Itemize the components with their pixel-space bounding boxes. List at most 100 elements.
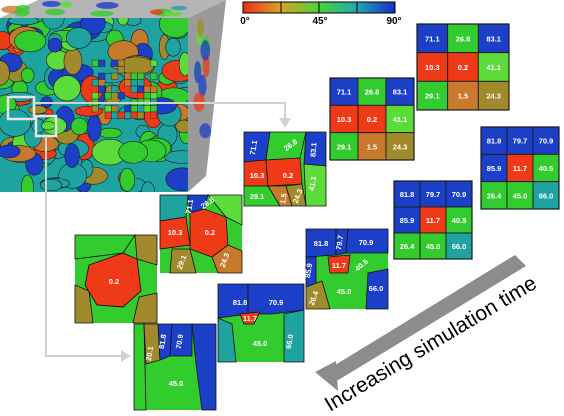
grain-angle-label: 1.5: [458, 92, 468, 101]
fine-grain: [137, 79, 145, 87]
grain-angle-label: 0.2: [109, 277, 119, 286]
grain: [365, 268, 389, 310]
grain-cell: [393, 206, 421, 234]
grain-angle-label: 70.9: [359, 238, 374, 247]
panel-border: [329, 77, 415, 161]
connector-top-arrowhead: [279, 118, 291, 128]
grain: [169, 248, 197, 274]
grain-angle-label: 10.3: [425, 63, 440, 72]
grain-angle-label: 85.9: [400, 216, 415, 225]
fine-grain: [143, 105, 151, 113]
top-grain: [90, 10, 114, 17]
grain-cell: [329, 132, 359, 161]
grain-angle-label: 11.7: [332, 261, 346, 270]
grain-angle-label: 71.1: [184, 199, 195, 215]
grain-angle-label: 26.4: [400, 242, 415, 251]
grain-cell: [447, 80, 479, 111]
cube-top-grains: [1, 0, 188, 17]
grain-angle-label: 79.7: [334, 235, 345, 251]
grain-angle-label: 66.0: [284, 334, 295, 350]
legend-tick-90: 90°: [386, 16, 401, 27]
side-grain: [199, 123, 212, 139]
grain: [175, 119, 188, 134]
grain: [345, 228, 389, 254]
grain-cell: [416, 52, 449, 82]
grain-angle-label: 79.7: [426, 190, 441, 199]
fine-grain: [104, 111, 112, 119]
grain-angle-label: 40.5: [539, 164, 554, 173]
fine-grain: [150, 72, 158, 80]
grain-angle-label: 66.0: [452, 242, 467, 251]
grain-angle-label: 79.7: [513, 137, 528, 146]
fine-grain: [124, 105, 132, 113]
grain-angle-label: 66.0: [369, 284, 384, 293]
grain: [40, 179, 63, 192]
grain: [118, 141, 149, 164]
grain: [239, 311, 261, 325]
grain-angle-label: 45.0: [253, 339, 268, 348]
grain: [47, 37, 62, 53]
grain-angle-label: 0.2: [367, 115, 377, 124]
connector-to-top-series: [34, 102, 286, 121]
grain: [327, 254, 351, 274]
grain-angle-label: 11.7: [243, 314, 257, 323]
fine-grain: [150, 59, 158, 67]
grain-cell: [385, 132, 415, 161]
fine-grain: [104, 105, 112, 113]
fine-grain: [137, 92, 145, 100]
grain-angle-label: 70.9: [452, 190, 467, 199]
grain: [64, 143, 80, 168]
grain-angle-label: 83.1: [308, 142, 318, 157]
grain: [134, 234, 158, 266]
grain-cell: [419, 180, 447, 208]
misorientation-legend: 0° 45° 90°: [240, 1, 402, 27]
grain-angle-label: 71.1: [425, 34, 440, 43]
grain: [0, 144, 21, 159]
fine-grain: [98, 79, 106, 87]
panel-border: [393, 180, 473, 260]
grain-angle-label: 71.1: [337, 88, 352, 97]
grain: [169, 323, 193, 357]
fine-grain: [91, 79, 99, 87]
grain-cell: [447, 23, 479, 54]
grain-angle-label: 85.9: [303, 263, 314, 279]
grain-cell: [532, 153, 560, 183]
polycrystal-cube: [0, 0, 226, 192]
grain-angle-label: 66.0: [539, 191, 554, 200]
fine-grain: [98, 85, 106, 93]
grain-angle-label: 81.8: [487, 137, 502, 146]
grain-angle-label: 45.0: [426, 242, 441, 251]
fine-grain: [130, 72, 138, 80]
fine-grain: [143, 92, 151, 100]
panel-border: [416, 23, 510, 111]
fine-grain: [130, 111, 138, 119]
grain: [7, 18, 39, 26]
grain-angle-label: 81.8: [157, 334, 168, 350]
grain-angle-label: 10.3: [337, 115, 352, 124]
grain: [283, 309, 305, 363]
top-grain: [170, 5, 188, 11]
connector-bottom-arrowhead: [121, 350, 131, 362]
fine-grain: [117, 92, 125, 100]
fine-grain: [104, 92, 112, 100]
legend-tick-0: 0°: [240, 16, 250, 27]
grain-cell: [506, 153, 534, 183]
cube-front-face: [0, 18, 188, 192]
connector-to-bottom-series: [45, 136, 124, 357]
grain: [21, 174, 34, 192]
grain-angle-label: 85.9: [487, 164, 502, 173]
grain-angle-label: 70.9: [174, 334, 185, 350]
grain: [41, 121, 56, 131]
grain-angle-label: 41.1: [486, 63, 501, 72]
grain: [70, 117, 88, 136]
fine-grain: [124, 72, 132, 80]
grain-angle-label: 10.3: [250, 171, 265, 180]
fine-grain: [130, 85, 138, 93]
grain: [165, 167, 188, 192]
grain: [207, 194, 243, 226]
grain-cell: [506, 126, 534, 155]
